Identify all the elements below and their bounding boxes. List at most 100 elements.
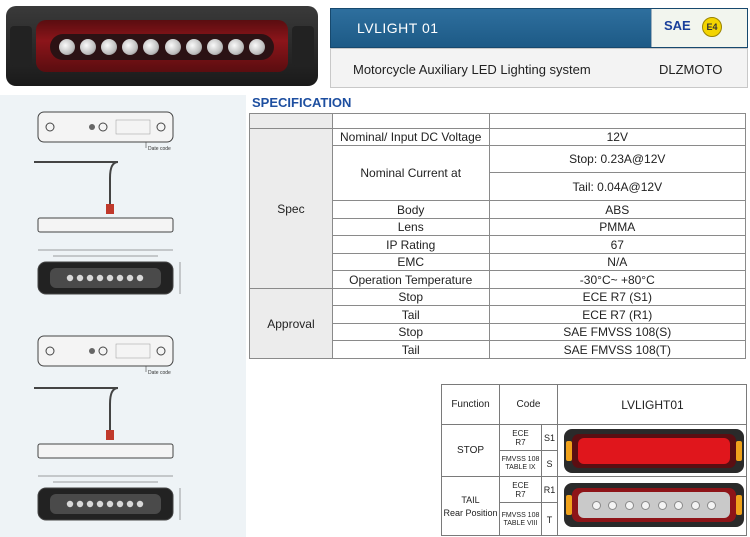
label-block bbox=[115, 343, 151, 359]
param-cell: Operation Temperature bbox=[331, 270, 490, 289]
led-row bbox=[50, 34, 274, 60]
side-view-outline bbox=[37, 443, 174, 459]
standard-code: R1 bbox=[542, 477, 558, 503]
table-cell bbox=[488, 113, 747, 129]
product-photo bbox=[6, 6, 318, 86]
back-view-outline bbox=[37, 335, 174, 367]
standard-name: FMVSS 108 TABLE IX bbox=[500, 451, 542, 477]
led-icon bbox=[707, 500, 717, 510]
stop-lit-lens bbox=[578, 438, 730, 464]
tail-light-preview bbox=[564, 483, 744, 527]
standard-code: S1 bbox=[542, 425, 558, 451]
value-cell: 12V bbox=[488, 128, 747, 146]
led-icon bbox=[608, 500, 618, 510]
table-row: EMC N/A bbox=[250, 253, 747, 271]
date-code-label: Date code bbox=[148, 370, 171, 376]
function-stop: STOP bbox=[442, 425, 500, 477]
table-row: Stop SAE FMVSS 108(S) bbox=[250, 323, 747, 341]
date-code-label: Date code bbox=[148, 146, 171, 152]
sae-label: SAE bbox=[664, 18, 691, 33]
led-icon bbox=[641, 500, 651, 510]
table-row: Tail: 0.04A@12V bbox=[250, 172, 747, 201]
led-icon bbox=[58, 39, 75, 55]
param-cell: Tail bbox=[331, 305, 490, 324]
side-marker-icon bbox=[736, 495, 742, 515]
led-icon bbox=[228, 39, 245, 55]
category-cell: Approval bbox=[249, 288, 333, 359]
value-cell: ABS bbox=[488, 200, 747, 219]
value-cell: -30°C~ +80°C bbox=[488, 270, 747, 289]
value-cell: SAE FMVSS 108(T) bbox=[488, 340, 747, 359]
standard-name: ECE R7 bbox=[500, 425, 542, 451]
connector-icon bbox=[98, 346, 108, 356]
table-row bbox=[249, 113, 747, 129]
product-band: Motorcycle Auxiliary LED Lighting system… bbox=[330, 48, 748, 88]
side-marker-icon bbox=[566, 495, 572, 515]
value-cell: Tail: 0.04A@12V bbox=[488, 172, 747, 201]
label-block bbox=[115, 119, 151, 135]
value-cell: N/A bbox=[488, 253, 747, 271]
table-row: Tail ECE R7 (R1) bbox=[250, 305, 747, 324]
mount-ear-right bbox=[292, 26, 314, 66]
param-cell: Body bbox=[331, 200, 490, 219]
value-cell: Stop: 0.23A@12V bbox=[488, 145, 747, 173]
e-mark-icon: E4 bbox=[702, 17, 722, 37]
certification-box: SAE E4 bbox=[651, 9, 747, 47]
product-name: Motorcycle Auxiliary LED Lighting system bbox=[353, 62, 591, 77]
param-cell: Nominal/ Input DC Voltage bbox=[331, 128, 490, 146]
mount-hole-icon bbox=[45, 346, 55, 356]
connector-icon bbox=[89, 348, 95, 354]
param-cell: Lens bbox=[331, 218, 490, 236]
drawings-background bbox=[0, 95, 246, 537]
led-icon bbox=[79, 39, 96, 55]
table-row: IP Rating 67 bbox=[250, 235, 747, 254]
table-cell bbox=[249, 113, 333, 129]
value-cell: ECE R7 (R1) bbox=[488, 305, 747, 324]
connector-icon bbox=[89, 124, 95, 130]
specification-heading: SPECIFICATION bbox=[252, 95, 352, 110]
standard-name: FMVSS 108 TABLE VIII bbox=[500, 503, 542, 536]
led-icon bbox=[591, 500, 601, 510]
mount-hole-icon bbox=[156, 346, 166, 356]
param-cell: EMC bbox=[331, 253, 490, 271]
function-tail: TAIL Rear Position bbox=[442, 477, 500, 536]
param-cell: Nominal Current at bbox=[331, 145, 490, 201]
value-cell: ECE R7 (S1) bbox=[488, 288, 747, 306]
led-icon bbox=[100, 39, 117, 55]
model-header: LVLIGHT01 bbox=[558, 385, 747, 425]
table-row: Approval Stop ECE R7 (S1) bbox=[249, 288, 747, 359]
led-icon bbox=[185, 39, 202, 55]
table-row: Tail SAE FMVSS 108(T) bbox=[250, 340, 747, 359]
stop-light-preview bbox=[564, 429, 744, 473]
technical-drawings: Date code Date code bbox=[34, 111, 181, 521]
standard-code: S bbox=[542, 451, 558, 477]
led-icon bbox=[624, 500, 634, 510]
model-title: LVLIGHT 01 bbox=[357, 20, 439, 36]
side-view-outline bbox=[37, 217, 174, 233]
mount-hole-icon bbox=[156, 122, 166, 132]
led-icon bbox=[657, 500, 667, 510]
table-row: Nominal Current at Stop: 0.23A@12V bbox=[250, 145, 747, 201]
led-icon bbox=[206, 39, 223, 55]
function-header: Function bbox=[442, 385, 500, 425]
tail-lit-lens bbox=[578, 492, 730, 518]
back-view-outline bbox=[37, 111, 174, 143]
led-icon bbox=[249, 39, 266, 55]
param-cell: Tail bbox=[331, 340, 490, 359]
value-cell: PMMA bbox=[488, 218, 747, 236]
led-icon bbox=[122, 39, 139, 55]
param-cell: Stop bbox=[331, 288, 490, 306]
title-band: LVLIGHT 01 SAE E4 bbox=[330, 8, 748, 48]
led-icon bbox=[164, 39, 181, 55]
value-cell: SAE FMVSS 108(S) bbox=[488, 323, 747, 341]
function-table: Function Code LVLIGHT01 STOP ECE R7 S1 F… bbox=[441, 384, 747, 536]
standard-code: T bbox=[542, 503, 558, 536]
mount-ear-left bbox=[10, 26, 32, 66]
side-marker-icon bbox=[566, 441, 572, 461]
led-icon bbox=[674, 500, 684, 510]
stop-preview-cell bbox=[558, 425, 747, 477]
value-cell: 67 bbox=[488, 235, 747, 254]
category-cell: Spec bbox=[249, 128, 333, 289]
param-cell: IP Rating bbox=[331, 235, 490, 254]
brand-name: DLZMOTO bbox=[659, 62, 723, 77]
